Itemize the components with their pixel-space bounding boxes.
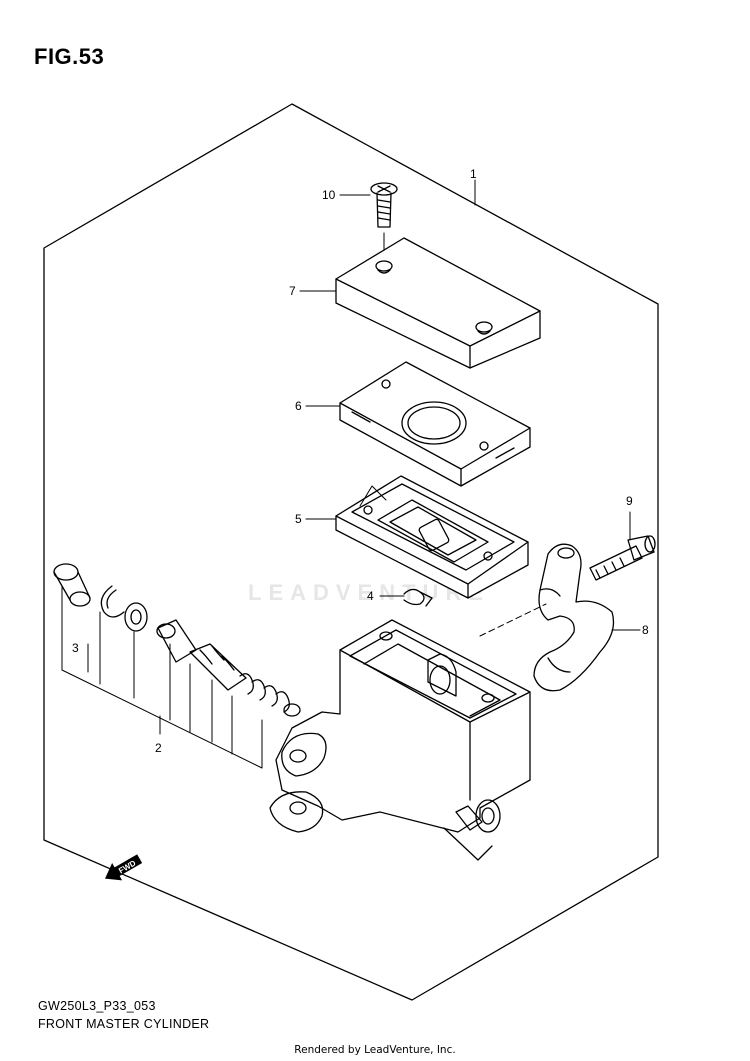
callout-5: 5: [295, 512, 302, 526]
callout-10: 10: [322, 188, 336, 202]
rendered-by-credit: Rendered by LeadVenture, Inc.: [294, 1044, 456, 1056]
callout-3: 3: [72, 641, 79, 655]
diaphragm-plate-part-6: [339, 361, 531, 487]
master-cylinder-body-part-1: [269, 619, 531, 861]
reservoir-cap-part-7: [335, 237, 541, 369]
callout-7: 7: [289, 284, 296, 298]
fwd-arrow-icon: FWD: [105, 854, 143, 881]
screw-part-10: [370, 182, 398, 228]
callout-8: 8: [642, 623, 649, 637]
clamp-bracket-part-8: [533, 543, 615, 692]
callout-9: 9: [626, 494, 633, 508]
callout-1: 1: [470, 167, 477, 181]
callout-6: 6: [295, 399, 302, 413]
drawing-code: GW250L3_P33_053: [38, 999, 156, 1013]
piston-spring-part-2: [156, 619, 301, 717]
callout-4: 4: [367, 589, 374, 603]
piston-kit-components-part-3: [53, 563, 148, 632]
assembly-frame: [43, 103, 659, 1001]
small-screw-part-4: [403, 588, 433, 607]
bolt-part-9: [589, 535, 656, 581]
drawing-name: FRONT MASTER CYLINDER: [38, 1017, 210, 1031]
diaphragm-part-5: [335, 475, 529, 599]
figure-title: FIG.53: [34, 44, 105, 69]
callout-2: 2: [155, 741, 162, 755]
